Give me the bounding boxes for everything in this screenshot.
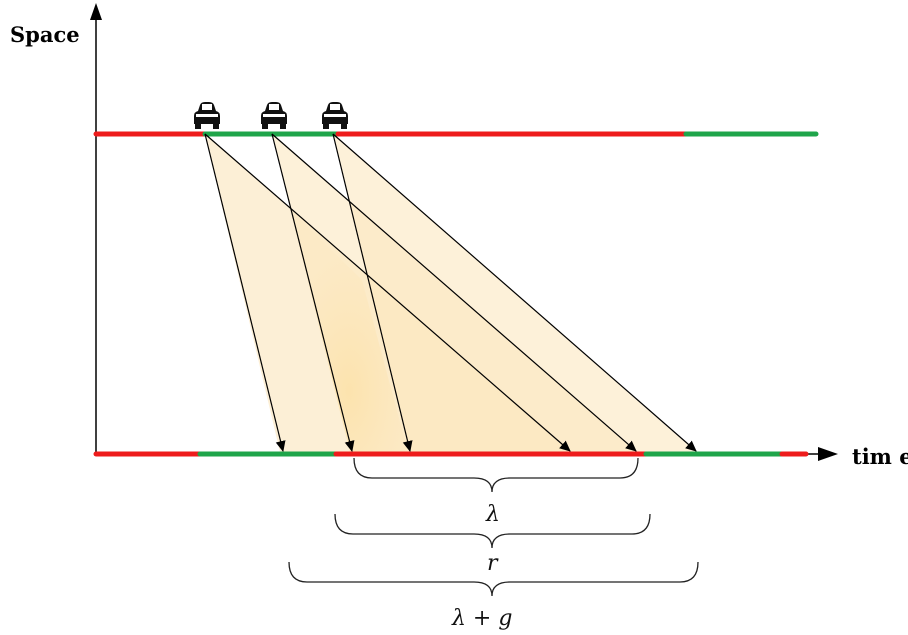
trajectory-arrow (332, 133, 697, 452)
x-axis-label: tim e (852, 444, 908, 469)
brace-lambda (353, 457, 639, 493)
axes: Space tim e (10, 3, 908, 469)
trajectory-arrow (332, 133, 413, 452)
brace-label-r: r (487, 551, 499, 576)
trajectory-arrow (271, 133, 637, 452)
brace-lambda-plus-g (288, 561, 699, 597)
car-icon (322, 102, 348, 129)
brace-labels: λ r λ + g (451, 502, 512, 631)
car-icon (261, 102, 287, 129)
braces (288, 457, 699, 597)
fan-overlap-core (290, 210, 408, 452)
trajectory-arrow (204, 133, 571, 452)
brace-label-lambda-plus-g: λ + g (451, 606, 512, 631)
car-icon (194, 102, 220, 129)
trajectory-arrow (204, 133, 286, 452)
trajectory-arrows (204, 133, 697, 452)
trajectory-arrow (271, 133, 355, 452)
brace-label-lambda: λ (485, 502, 500, 527)
x-axis-arrow-icon (818, 447, 838, 461)
brace-r (334, 513, 651, 549)
y-axis-arrow-icon (90, 3, 102, 20)
vehicles (194, 102, 348, 129)
y-axis-label: Space (10, 22, 80, 47)
fan-regions (205, 134, 696, 452)
